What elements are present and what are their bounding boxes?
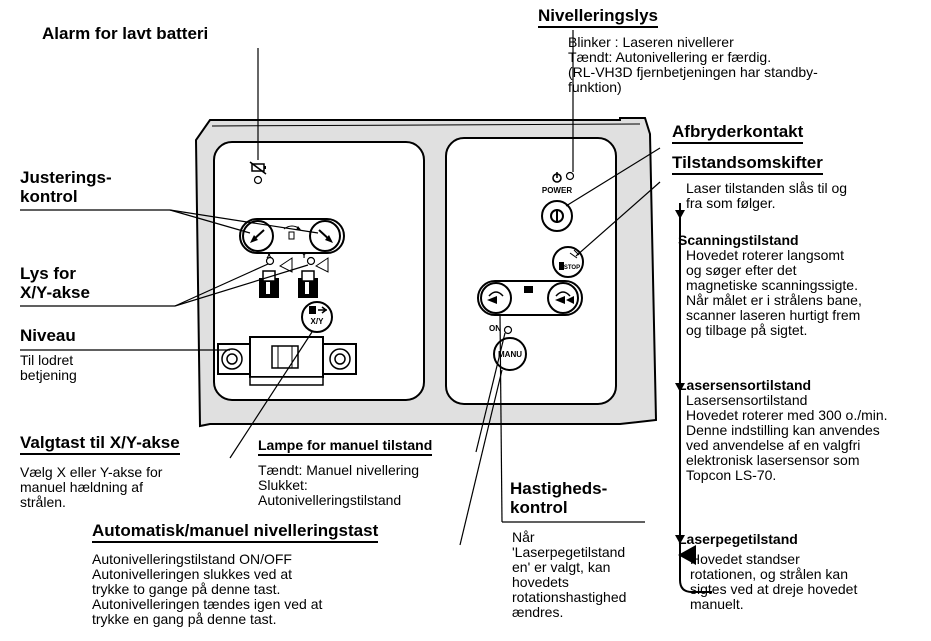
on-label: ON	[489, 324, 501, 333]
power-icon	[552, 172, 562, 183]
manual-lamp-description: Tændt: Manuel nivellering Slukket: Auton…	[258, 462, 420, 508]
mode-switch-heading: Tilstandsomskifter	[672, 153, 823, 175]
battery-icon	[249, 161, 267, 185]
adjust-heading: Justerings- kontrol	[20, 168, 112, 206]
axis-lamp-heading: Lys for X/Y-akse	[20, 264, 90, 302]
speed-control-description: Når 'Laserpegetilstand en' er valgt, kan…	[512, 529, 627, 620]
mode-switch-description: Laser tilstanden slås til og fra som føl…	[686, 180, 848, 211]
sensor-mode-heading: Lasersensortilstand	[678, 377, 812, 393]
leveling-lamp-description: Blinker : Laseren nivellerer Tændt: Auto…	[568, 34, 818, 95]
auto-manual-heading: Automatisk/manuel nivelleringstast	[92, 521, 379, 543]
leveling-lamp-heading: Nivelleringslys	[538, 6, 659, 28]
axis-select-description: Vælg X eller Y-akse for manuel hældning …	[20, 464, 163, 510]
axis-select-heading: Valgtast til X/Y-akse	[20, 433, 180, 455]
scanning-mode-description: Hovedet roterer langsomt og søger efter …	[686, 247, 862, 338]
speed-control-heading: Hastigheds- kontrol	[510, 479, 608, 517]
pointer-mode-description: Hovedet standser rotationen, og strålen …	[690, 551, 858, 612]
auto-manual-description: Autonivelleringstilstand ON/OFF Autonive…	[92, 551, 323, 627]
xy-key-label: X/Y	[310, 317, 324, 326]
manual-lamp-heading: Lampe for manuel tilstand	[258, 438, 433, 456]
stop-label: STOP	[563, 265, 581, 271]
sensor-mode-description: Lasersensortilstand Hovedet roterer med …	[686, 392, 888, 483]
level-description: Til lodret betjening	[20, 352, 77, 383]
pointer-mode-heading: Laserpegetilstand	[678, 531, 798, 547]
left-panel	[213, 141, 425, 401]
leader-lines	[20, 30, 661, 546]
manu-label: MANU	[498, 350, 522, 359]
power-switch-heading: Afbryderkontakt	[672, 122, 804, 144]
scanning-mode-heading: Scanningstilstand	[678, 232, 799, 248]
adjust-buttons	[239, 218, 345, 254]
alarm-heading: Alarm for lavt batteri	[42, 24, 209, 43]
power-label: POWER	[541, 186, 573, 195]
right-panel	[445, 137, 617, 405]
x-axis-label: X	[266, 251, 272, 260]
level-heading: Niveau	[20, 326, 76, 345]
axis-block-icons	[259, 270, 318, 298]
y-axis-label: Y	[301, 251, 307, 260]
speed-buttons	[477, 280, 583, 316]
level-vial	[217, 336, 357, 386]
